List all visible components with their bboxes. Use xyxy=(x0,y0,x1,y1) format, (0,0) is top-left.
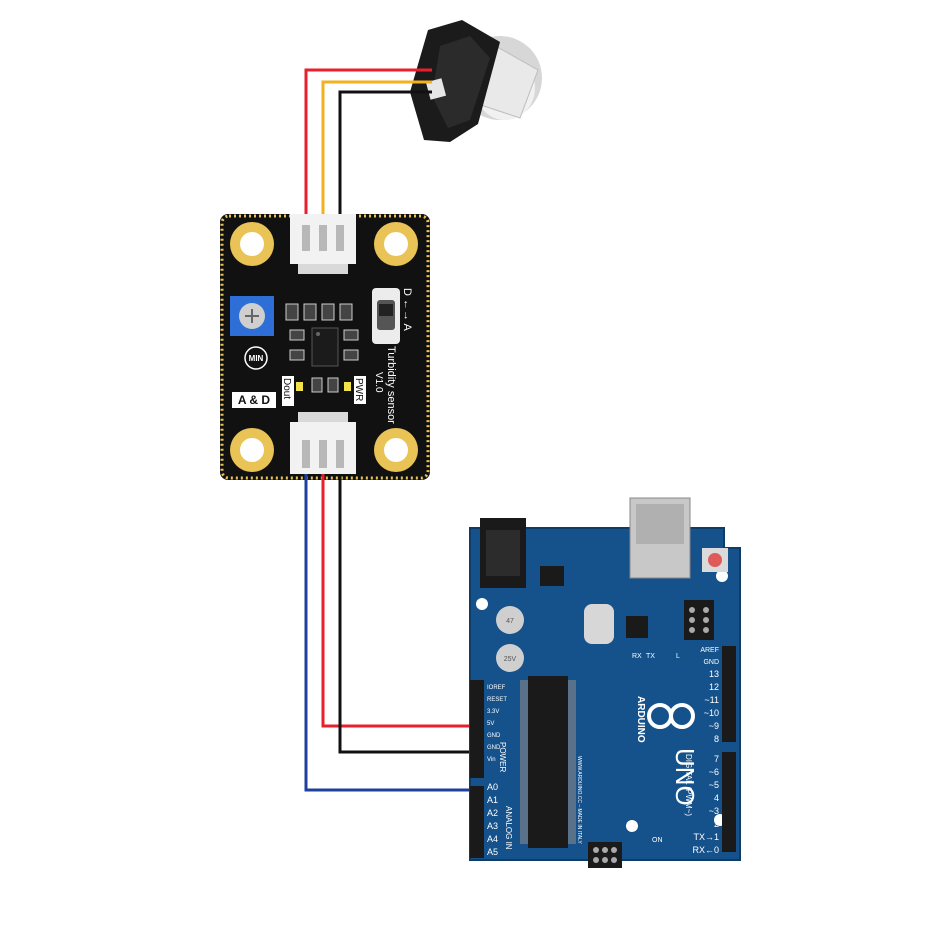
pin-label: RESET xyxy=(487,697,507,703)
mount-hole xyxy=(626,820,638,832)
sensor-board: MIN A & D xyxy=(220,214,430,480)
icsp-header xyxy=(684,600,714,640)
pin-label: 8 xyxy=(714,734,719,744)
ad-marking: A & D xyxy=(232,392,276,408)
usb-chip xyxy=(626,616,648,638)
svg-text:25V: 25V xyxy=(504,656,517,663)
pin-label: ~11 xyxy=(704,695,719,705)
probe-connector xyxy=(290,214,356,274)
pin-label: A2 xyxy=(487,808,498,818)
led-label: L xyxy=(676,653,680,660)
atmega-chip xyxy=(520,676,576,848)
ad-label: A & D xyxy=(238,393,271,407)
pin-label: ~10 xyxy=(704,708,719,718)
icsp-header xyxy=(588,842,622,868)
switch-label: D ←→ A xyxy=(401,288,413,331)
pin-label: 4 xyxy=(714,793,719,803)
sensor-title: Turbidity sensor xyxy=(385,346,397,424)
pin-label: ~6 xyxy=(709,767,719,777)
pin-label: ~9 xyxy=(709,721,719,731)
led-label: TX xyxy=(646,653,655,660)
pin-label: ~5 xyxy=(709,780,719,790)
digital-header xyxy=(722,752,736,852)
signal-cable xyxy=(304,474,474,792)
pin-label: GND xyxy=(487,745,501,751)
reset-button xyxy=(702,548,728,572)
brand-group: ARDUINO xyxy=(635,696,646,743)
led-label: RX xyxy=(632,653,642,660)
pin-label: TX→1 xyxy=(693,832,719,842)
arduino-logo xyxy=(647,703,695,729)
made-in-group: WWW.ARDUINO.CC – MADE IN ITALY xyxy=(576,756,582,845)
potentiometer xyxy=(230,296,274,336)
analog-pin-labels: A0 A1 A2 A3 A4 A5 xyxy=(487,782,498,857)
pin-label: Vin xyxy=(487,757,496,763)
usb-connector xyxy=(629,497,691,579)
min-label: MIN xyxy=(249,354,264,363)
analog-header xyxy=(470,786,484,858)
svg-text:47: 47 xyxy=(506,618,514,625)
mount-hole xyxy=(476,598,488,610)
capacitor: 25V xyxy=(496,644,524,672)
crystal xyxy=(584,604,614,644)
pin-label: A4 xyxy=(487,834,498,844)
pin-label: GND xyxy=(487,733,501,739)
voltage-regulator xyxy=(540,566,564,586)
pin-label: IOREF xyxy=(487,685,506,691)
title-group: Turbidity sensor xyxy=(385,346,397,424)
pin-label: GND xyxy=(703,659,719,666)
pin-label: A3 xyxy=(487,821,498,831)
analog-header-label: ANALOG IN xyxy=(504,806,513,850)
da-switch xyxy=(372,288,400,344)
dc-power-jack xyxy=(480,518,526,588)
pin-label: 3.3V xyxy=(487,709,499,715)
smd-components xyxy=(285,303,359,393)
pin-label: RX←0 xyxy=(692,845,719,855)
dout-group: Dout xyxy=(281,376,294,406)
power-pin-labels: IOREF RESET 3.3V 5V GND GND Vin xyxy=(487,685,507,763)
model-label: UNO xyxy=(670,748,700,806)
pwr-group: PWR xyxy=(353,376,366,404)
mount-hole xyxy=(230,222,274,266)
output-connector xyxy=(290,412,356,474)
version-group: V1.0 xyxy=(373,372,384,393)
pin-label: 12 xyxy=(709,682,719,692)
pin-label: AREF xyxy=(700,647,719,654)
pin-label: A0 xyxy=(487,782,498,792)
arduino-uno-board: 47 25V xyxy=(469,497,741,868)
pin-label: ~3 xyxy=(709,806,719,816)
led-labels: L TX RX ON xyxy=(632,653,680,844)
pin-label: 13 xyxy=(709,669,719,679)
brand-label: ARDUINO xyxy=(635,696,646,743)
probe-cable xyxy=(304,68,432,225)
power-header-label: POWER xyxy=(498,742,507,772)
turbidity-probe xyxy=(410,20,542,142)
analog-header-group: ANALOG IN xyxy=(504,806,513,850)
digital-pin-labels: AREF GND 13 12 ~11 ~10 ~9 8 7 ~6 ~5 4 ~3… xyxy=(692,647,719,855)
pin-label: 2 xyxy=(714,819,719,829)
switch-label-group: D ←→ A xyxy=(401,288,413,331)
model-group: UNO xyxy=(670,748,700,806)
pin-label: 7 xyxy=(714,754,719,764)
pin-label: A5 xyxy=(487,847,498,857)
made-in-label: WWW.ARDUINO.CC – MADE IN ITALY xyxy=(576,756,582,845)
on-label: ON xyxy=(652,837,663,844)
pin-label: 5V xyxy=(487,721,494,727)
min-marking: MIN xyxy=(244,346,268,370)
power-header-group: POWER xyxy=(498,742,507,772)
dout-label: Dout xyxy=(281,378,292,399)
sensor-version: V1.0 xyxy=(373,372,384,393)
mount-hole xyxy=(230,428,274,472)
capacitor: 47 xyxy=(496,606,524,634)
pin-label: A1 xyxy=(487,795,498,805)
digital-header xyxy=(722,646,736,742)
pwr-label: PWR xyxy=(353,378,364,401)
mount-hole xyxy=(716,570,728,582)
power-header xyxy=(470,680,484,778)
digital-header-group: DIGITAL (PWM~) xyxy=(684,754,693,816)
mount-hole xyxy=(374,428,418,472)
mount-hole xyxy=(374,222,418,266)
digital-header-label: DIGITAL (PWM~) xyxy=(684,754,693,816)
